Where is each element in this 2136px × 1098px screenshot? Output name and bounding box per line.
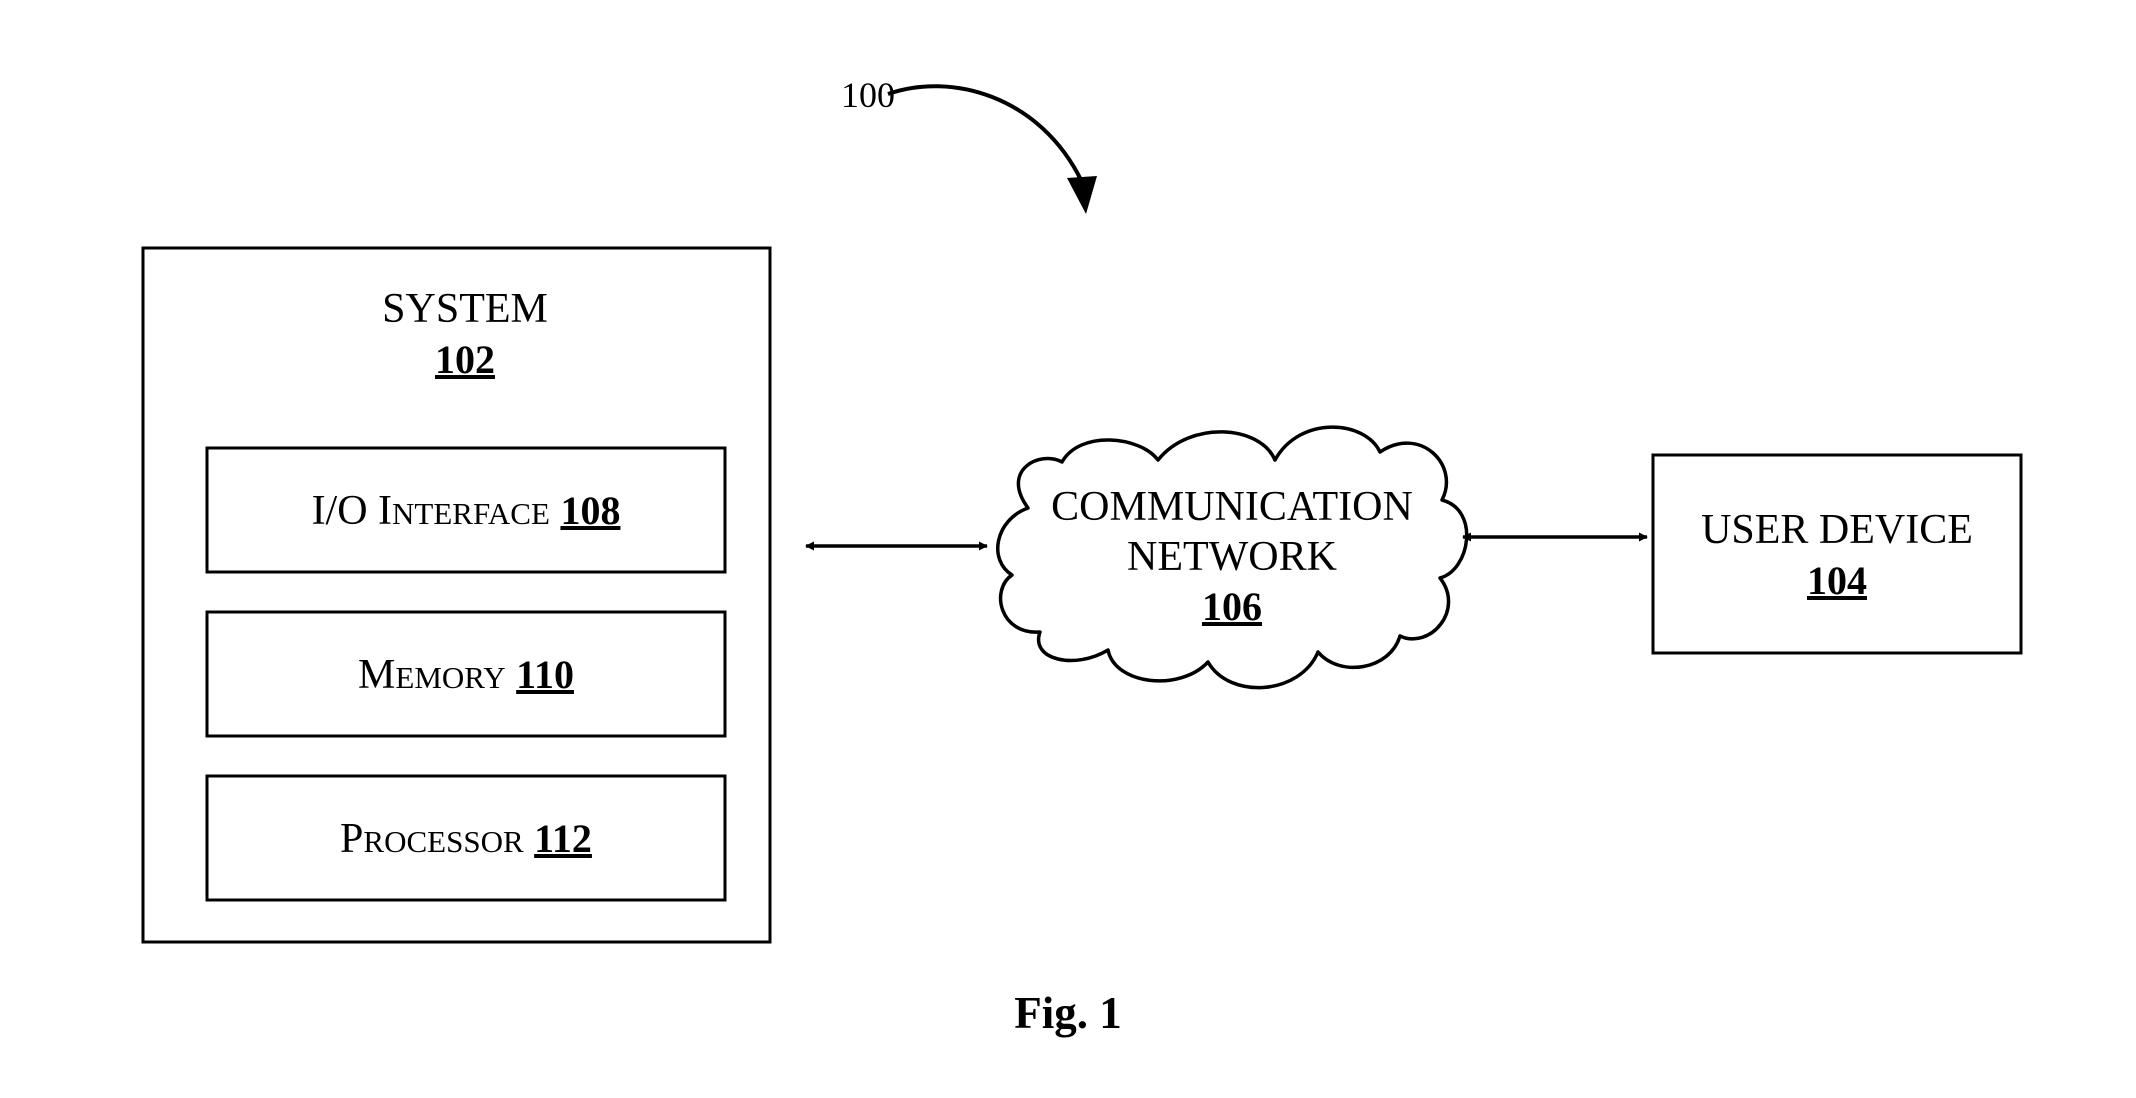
system-label: SYSTEM: [382, 286, 548, 332]
system-number: 102: [435, 337, 495, 382]
figure-ref-number: 100: [841, 75, 895, 115]
network-label-line2: NETWORK: [1127, 534, 1337, 580]
ref-leader-arrowhead: [1067, 176, 1097, 214]
figure-caption: Fig. 1: [1014, 988, 1122, 1038]
user-device-number: 104: [1807, 558, 1867, 603]
io-interface-label: I/O INTERFACE 108: [312, 488, 621, 534]
user-device-box: [1651, 453, 2023, 655]
memory-label: MEMORY 110: [358, 652, 574, 698]
io-interface-box: [205, 446, 727, 574]
processor-box: [205, 774, 727, 902]
network-number: 106: [1202, 584, 1262, 629]
processor-label: PROCESSOR 112: [340, 816, 592, 862]
network-label-line1: COMMUNICATION: [1051, 484, 1413, 530]
system-box: [141, 246, 772, 944]
ref-leader-arrow: [887, 84, 1084, 183]
network-cloud: [996, 425, 1469, 690]
user-device-label: USER DEVICE: [1701, 507, 1973, 553]
memory-box: [205, 610, 727, 738]
